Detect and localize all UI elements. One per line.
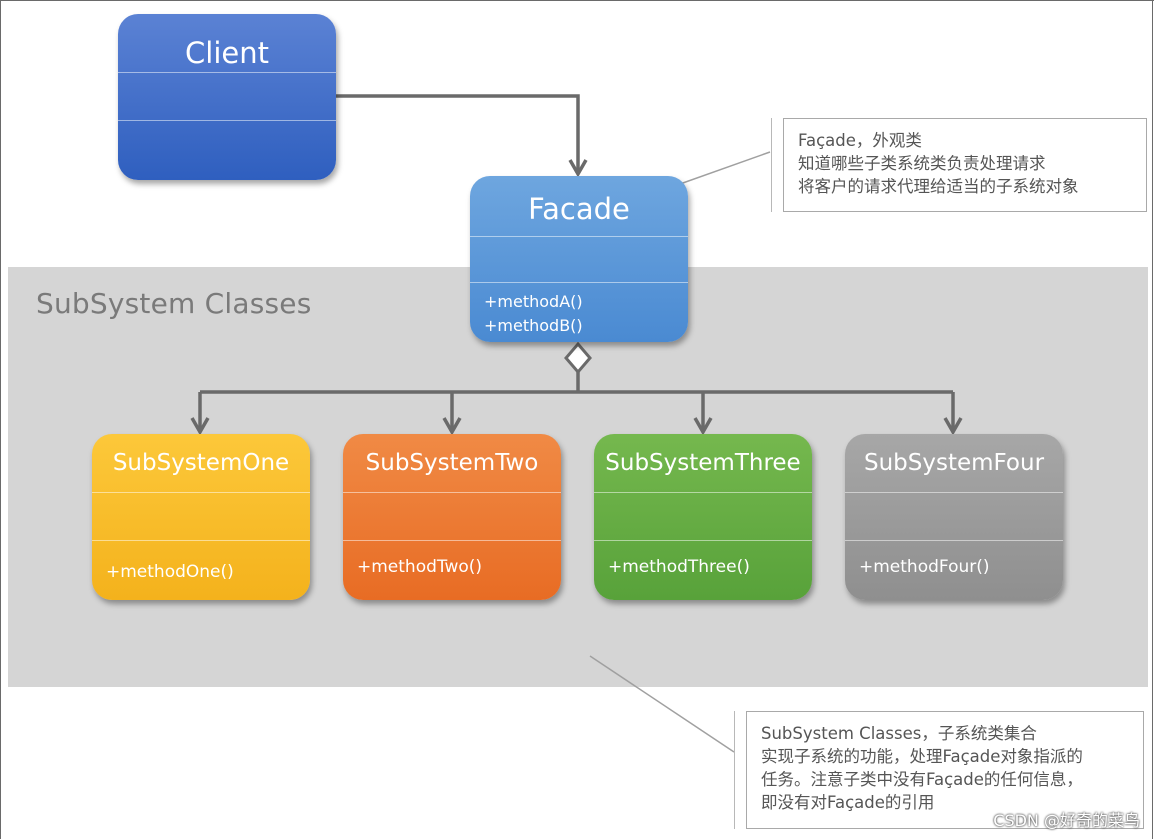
client-to-facade-connector	[336, 94, 580, 172]
facade-method-b: +methodB()	[484, 316, 583, 335]
subsystem-two-attributes-divider	[343, 492, 561, 493]
client-class-box: Client	[118, 14, 336, 180]
subsystem-note-leader	[589, 655, 735, 753]
subsystem-four-method: +methodFour()	[859, 557, 990, 577]
subsystem-four-attributes-divider	[845, 492, 1063, 493]
facade-note: Façade，外观类 知道哪些子类系统类负责处理请求 将客户的请求代理给适当的子…	[783, 118, 1147, 212]
subsystem-one-box: SubSystemOne +methodOne()	[92, 434, 310, 600]
frame-top-border	[0, 0, 1154, 1]
facade-class-name: Facade	[528, 192, 630, 226]
subsystem-three-methods-divider	[594, 540, 812, 541]
subsystem-three-box: SubSystemThree +methodThree()	[594, 434, 812, 600]
facade-note-bracket	[771, 118, 772, 212]
subsystem-four-methods-divider	[845, 540, 1063, 541]
facade-note-line: 将客户的请求代理给适当的子系统对象	[798, 177, 1079, 196]
client-to-facade-arrowhead	[568, 159, 588, 178]
subsystem-note: SubSystem Classes，子系统类集合 实现子系统的功能，处理Faça…	[746, 711, 1144, 829]
subsystem-two-method: +methodTwo()	[357, 557, 483, 577]
subsystem-four-box: SubSystemFour +methodFour()	[845, 434, 1063, 600]
subsystem-one-name: SubSystemOne	[112, 450, 290, 476]
client-attributes-divider	[118, 72, 336, 73]
facade-methods-divider	[470, 282, 688, 283]
subsystem-note-line: 即没有对Façade的引用	[761, 793, 935, 812]
facade-attributes-divider	[470, 236, 688, 237]
facade-method-a: +methodA()	[484, 292, 583, 311]
subsystem-note-line: 实现子系统的功能，处理Façade对象指派的	[761, 747, 1083, 766]
subsystem-region-title: SubSystem Classes	[36, 287, 312, 320]
subsystem-three-attributes-divider	[594, 492, 812, 493]
client-methods-divider	[118, 120, 336, 121]
arrowhead-subsystem-one	[190, 417, 210, 436]
facade-note-leader	[679, 151, 771, 185]
subsystem-one-method: +methodOne()	[106, 562, 234, 582]
subsystem-four-name: SubSystemFour	[863, 450, 1045, 476]
facade-note-line: Façade，外观类	[798, 131, 922, 150]
facade-class-box: Facade +methodA() +methodB()	[470, 176, 688, 342]
subsystem-two-box: SubSystemTwo +methodTwo()	[343, 434, 561, 600]
subsystem-one-attributes-divider	[92, 492, 310, 493]
frame-right-border	[1152, 0, 1153, 839]
subsystem-note-bracket	[734, 711, 735, 829]
frame-left-border	[0, 0, 1, 839]
subsystem-two-name: SubSystemTwo	[365, 450, 539, 476]
client-class-name: Client	[185, 36, 269, 70]
subsystem-one-methods-divider	[92, 540, 310, 541]
aggregation-diamond	[564, 341, 592, 375]
subsystem-note-line: SubSystem Classes，子系统类集合	[761, 724, 1037, 743]
arrowhead-subsystem-two	[442, 417, 462, 436]
subsystem-three-name: SubSystemThree	[605, 450, 801, 476]
arrowhead-subsystem-three	[693, 417, 713, 436]
facade-note-line: 知道哪些子类系统类负责处理请求	[798, 154, 1046, 173]
subsystem-two-methods-divider	[343, 540, 561, 541]
arrowhead-subsystem-four	[943, 417, 963, 436]
subsystem-note-line: 任务。注意子类中没有Façade的任何信息，	[761, 770, 1083, 789]
subsystem-three-method: +methodThree()	[608, 557, 750, 577]
watermark: CSDN @好奇的菜鸟	[993, 811, 1140, 830]
